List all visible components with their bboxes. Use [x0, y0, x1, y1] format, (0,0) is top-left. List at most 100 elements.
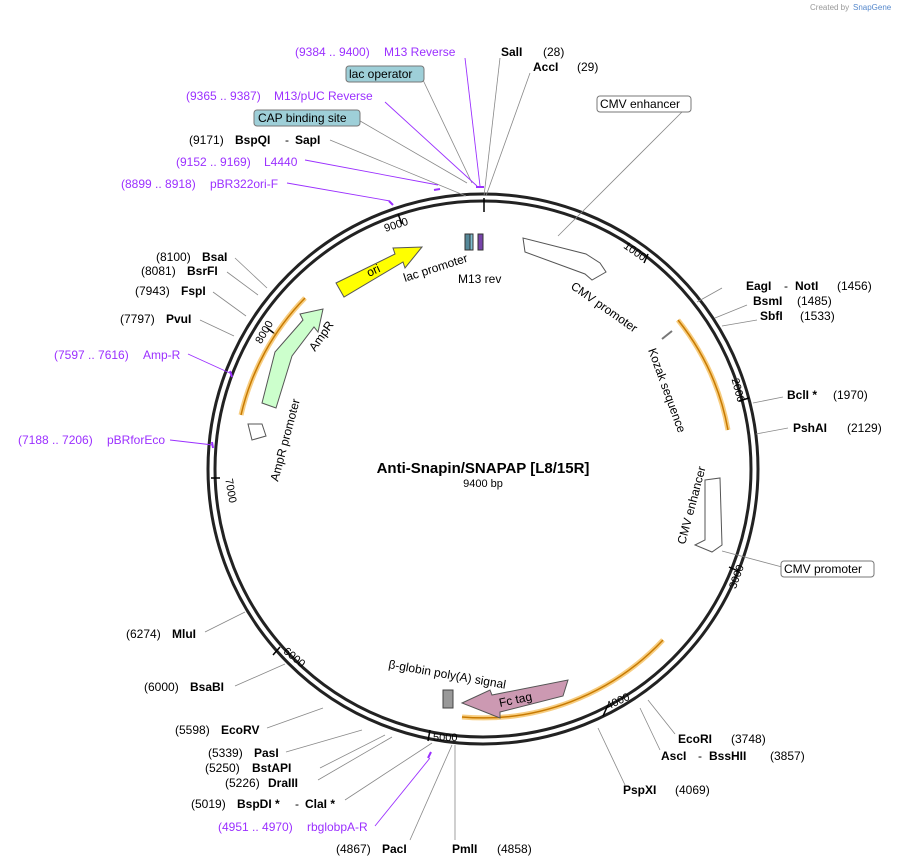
site-sali: SalI	[501, 45, 522, 59]
primer-name-pbr322ori: pBR322ori-F	[210, 177, 278, 191]
site-fspi: FspI	[181, 284, 206, 298]
cap-binding-box	[253, 109, 361, 127]
betaglobin-box	[442, 689, 454, 709]
site-ecorv: EcoRV	[221, 723, 259, 737]
kozak-mark	[661, 330, 673, 340]
site-ecori-pos: (3748)	[731, 732, 766, 746]
site-bsai: BsaI	[202, 250, 227, 264]
site-bsrfi: BsrFI	[187, 264, 218, 278]
snapgene-logo: SnapGene	[853, 3, 892, 12]
ampr-promoter-arrow	[247, 423, 267, 441]
site-acci-pos: (29)	[577, 60, 598, 74]
m13-rev-mark	[477, 233, 484, 251]
ampr-arrow	[261, 308, 324, 409]
kozak-label: Kozak sequence	[645, 346, 689, 434]
site-pspxi: PspXI	[623, 783, 656, 797]
site-bspqi-pos: (9171)	[189, 133, 224, 147]
site-paci: PacI	[382, 842, 407, 856]
site-draiii: DraIII	[268, 776, 298, 790]
site-bsrfi-pos: (8081)	[141, 264, 176, 278]
primer-name-l4440: L4440	[264, 155, 298, 169]
cmv-promoter-arrow	[522, 237, 607, 281]
site-bspqi: BspQI	[235, 133, 270, 147]
tick-7000: 7000	[222, 478, 238, 504]
site-sbfi-pos: (1533)	[800, 309, 835, 323]
site-ecori: EcoRI	[678, 732, 712, 746]
cmv-promoter-box-text: CMV promoter	[784, 562, 862, 576]
primer-range-pbr322ori: (8899 .. 8918)	[121, 177, 196, 191]
orf-1	[677, 319, 729, 431]
lac-operator-box	[345, 65, 425, 83]
primer-name-m13-puc-reverse: M13/pUC Reverse	[274, 89, 373, 103]
primer-name-rbglobpa: rbglobpA-R	[307, 820, 368, 834]
site-pasi-pos: (5339)	[208, 746, 243, 760]
site-bspdi-pos: (5019)	[191, 797, 226, 811]
site-mlui-pos: (6274)	[126, 627, 161, 641]
site-pmli: PmlI	[452, 842, 477, 856]
site-asci-dash: -	[698, 749, 702, 763]
site-pshai: PshAI	[793, 421, 827, 435]
lac-operator-text: lac operator	[349, 67, 412, 81]
site-sali-pos: (28)	[543, 45, 564, 59]
cmv-enhancer-box-text: CMV enhancer	[600, 97, 680, 111]
primer-marks	[211, 186, 484, 759]
orf-3	[240, 297, 306, 416]
orf-glow-1	[676, 318, 731, 431]
site-bspdi: BspDI *	[237, 797, 280, 811]
site-bcli-pos: (1970)	[833, 388, 868, 402]
site-bsabi: BsaBI	[190, 680, 224, 694]
site-asci-pos: (3857)	[770, 749, 805, 763]
ampr-promoter-label: AmpR promoter	[267, 397, 302, 482]
site-pvui: PvuI	[166, 312, 191, 326]
backbone-outer	[206, 192, 760, 746]
site-bsshii: BssHII	[709, 749, 746, 763]
primer-range-ampr: (7597 .. 7616)	[54, 348, 129, 362]
primer-name-ampr: Amp-R	[143, 348, 181, 362]
site-pspxi-pos: (4069)	[675, 783, 710, 797]
cmv-promoter-box	[780, 560, 875, 578]
site-bcli: BclI *	[787, 388, 817, 402]
site-eagi-pos: (1456)	[837, 279, 872, 293]
site-pmli-pos: (4858)	[497, 842, 532, 856]
tick-5000: 5000	[433, 732, 457, 744]
site-pvui-pos: (7797)	[120, 312, 155, 326]
tick-marks	[211, 198, 750, 742]
site-pasi: PasI	[254, 746, 279, 760]
lac-promoter-mark	[469, 233, 474, 251]
site-sapi: SapI	[295, 133, 320, 147]
cmv-promoter-label: CMV promoter	[568, 279, 640, 335]
primer-range-m13-puc-reverse: (9365 .. 9387)	[186, 89, 261, 103]
site-bstapi: BstAPI	[252, 761, 291, 775]
site-eagi-dash: -	[784, 279, 788, 293]
site-mlui: MluI	[172, 627, 196, 641]
ori-label: ori	[364, 261, 382, 279]
betaglobin-label: β-globin poly(A) signal	[387, 657, 507, 691]
site-clai: ClaI *	[305, 797, 335, 811]
cap-binding-text: CAP binding site	[258, 111, 347, 125]
site-draiii-pos: (5226)	[225, 776, 260, 790]
site-acci: AccI	[533, 60, 558, 74]
lac-operator-mark	[464, 233, 471, 251]
ori-arrow	[335, 246, 424, 298]
credit-text: Created by	[810, 3, 849, 12]
cmv-enhancer-arrow	[693, 477, 723, 553]
site-sbfi: SbfI	[760, 309, 783, 323]
plasmid-size: 9400 bp	[463, 478, 503, 490]
site-bspqi-dash: -	[285, 133, 289, 147]
fc-tag-label: Fc tag	[498, 689, 534, 710]
primer-range-rbglobpa: (4951 .. 4970)	[218, 820, 293, 834]
primer-range-m13-reverse: (9384 .. 9400)	[295, 45, 370, 59]
site-bspdi-dash: -	[295, 797, 299, 811]
primer-leaders	[169, 57, 481, 827]
site-paci-pos: (4867)	[336, 842, 371, 856]
primer-range-l4440: (9152 .. 9169)	[176, 155, 251, 169]
site-ecorv-pos: (5598)	[175, 723, 210, 737]
site-bsmi: BsmI	[753, 294, 782, 308]
site-fspi-pos: (7943)	[135, 284, 170, 298]
site-bstapi-pos: (5250)	[205, 761, 240, 775]
site-leaders	[199, 57, 789, 841]
site-noti: NotI	[795, 279, 818, 293]
backbone-inner	[213, 199, 753, 739]
site-bsmi-pos: (1485)	[797, 294, 832, 308]
